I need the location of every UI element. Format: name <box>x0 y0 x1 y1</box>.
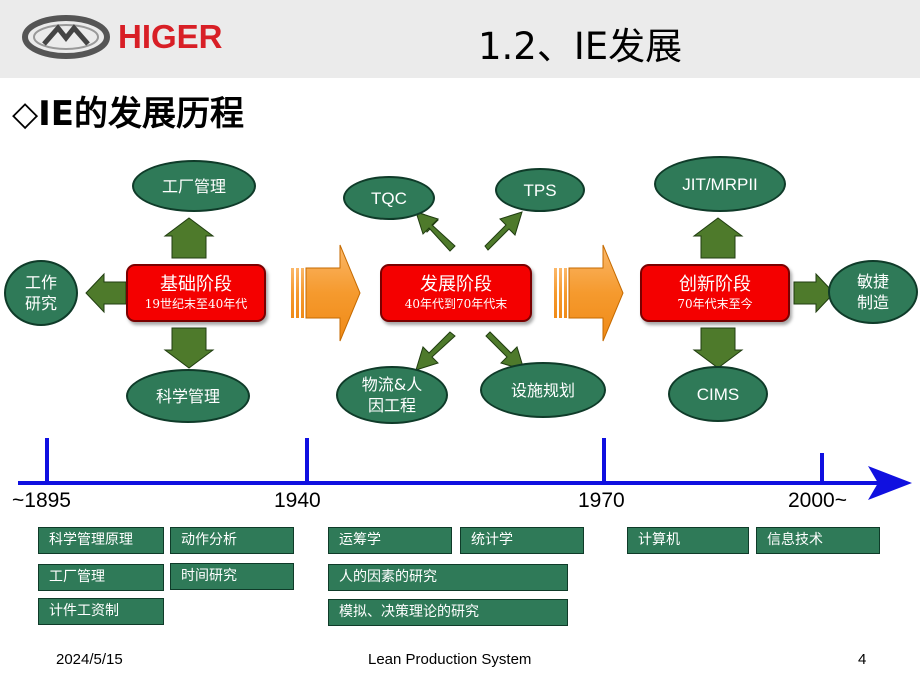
box-operations-research: 运筹学 <box>328 527 452 554</box>
stage-development-range: 40年代到70年代末 <box>404 297 508 311</box>
oval-tps: TPS <box>495 168 585 212</box>
year-1970: 1970 <box>578 489 625 512</box>
arrow-up-icon-3 <box>692 217 744 259</box>
box-human-factors: 人的因素的研究 <box>328 564 568 591</box>
stage-basic-name: 基础阶段 <box>160 274 232 295</box>
arrow-down-icon <box>163 327 215 369</box>
oval-scientific-management: 科学管理 <box>126 369 250 423</box>
arrow-up-icon <box>163 217 215 259</box>
oval-work-study: 工作研究 <box>4 260 78 326</box>
box-motion-analysis: 动作分析 <box>170 527 294 554</box>
oval-tps-label: TPS <box>523 180 557 200</box>
arrow-down-icon-3 <box>692 327 744 369</box>
oval-tqc: TQC <box>343 176 435 220</box>
footer-title: Lean Production System <box>368 651 532 668</box>
stage-development-name: 发展阶段 <box>420 274 492 295</box>
arrow-down-right-icon <box>485 331 525 371</box>
arrow-up-right-icon <box>484 211 523 251</box>
oval-tqc-label: TQC <box>371 188 407 208</box>
oval-jit-label: JIT/MRPII <box>682 174 758 194</box>
year-1940: 1940 <box>274 489 321 512</box>
oval-work-study-label: 工作研究 <box>24 273 57 313</box>
stage-innovation: 创新阶段 70年代末至今 <box>640 264 790 322</box>
header-band <box>0 0 920 78</box>
footer-date: 2024/5/15 <box>56 651 123 668</box>
oval-cims: CIMS <box>668 366 768 422</box>
arrow-left-icon <box>85 272 127 314</box>
oval-logistics-label: 物流&人因工程 <box>361 375 423 415</box>
logo-text: HIGER <box>118 18 223 55</box>
box-time-study: 时间研究 <box>170 563 294 590</box>
oval-jit-mrpii: JIT/MRPII <box>654 156 786 212</box>
footer-page-number: 4 <box>858 651 867 668</box>
oval-facility-planning: 设施规划 <box>480 362 606 418</box>
section-subtitle: ◇IE的发展历程 <box>12 94 245 134</box>
box-statistics: 统计学 <box>460 527 584 554</box>
higer-logo-icon <box>22 15 110 59</box>
oval-agile-label: 敏捷制造 <box>856 272 889 312</box>
oval-facility-planning-label: 设施规划 <box>510 380 575 400</box>
big-arrow-1-icon <box>291 244 361 342</box>
timeline-arrowhead-icon <box>868 466 912 500</box>
arrow-right-icon <box>793 272 835 314</box>
oval-logistics-human-factors: 物流&人因工程 <box>336 366 448 424</box>
box-information-technology: 信息技术 <box>756 527 880 554</box>
stage-basic: 基础阶段 19世纪末至40年代 <box>126 264 266 322</box>
oval-agile-manufacturing: 敏捷制造 <box>828 260 918 324</box>
oval-scientific-management-label: 科学管理 <box>155 386 220 406</box>
oval-factory-management-label: 工厂管理 <box>161 176 226 196</box>
box-computer: 计算机 <box>627 527 749 554</box>
stage-development: 发展阶段 40年代到70年代末 <box>380 264 532 322</box>
oval-cims-label: CIMS <box>696 384 740 404</box>
slide-title: 1.2、IE发展 <box>478 25 683 68</box>
stage-basic-range: 19世纪末至40年代 <box>144 297 248 311</box>
year-2000: 2000~ <box>788 489 847 512</box>
arrow-down-left-icon <box>415 331 456 371</box>
oval-factory-management: 工厂管理 <box>132 160 256 212</box>
big-arrow-2-icon <box>554 244 624 342</box>
stage-innovation-name: 创新阶段 <box>679 274 751 295</box>
box-factory-management: 工厂管理 <box>38 564 164 591</box>
box-simulation-decision: 模拟、决策理论的研究 <box>328 599 568 626</box>
year-1895: ~1895 <box>12 489 71 512</box>
stage-innovation-range: 70年代末至今 <box>677 297 753 311</box>
box-piece-wage: 计件工资制 <box>38 598 164 625</box>
box-scientific-management-principles: 科学管理原理 <box>38 527 164 554</box>
